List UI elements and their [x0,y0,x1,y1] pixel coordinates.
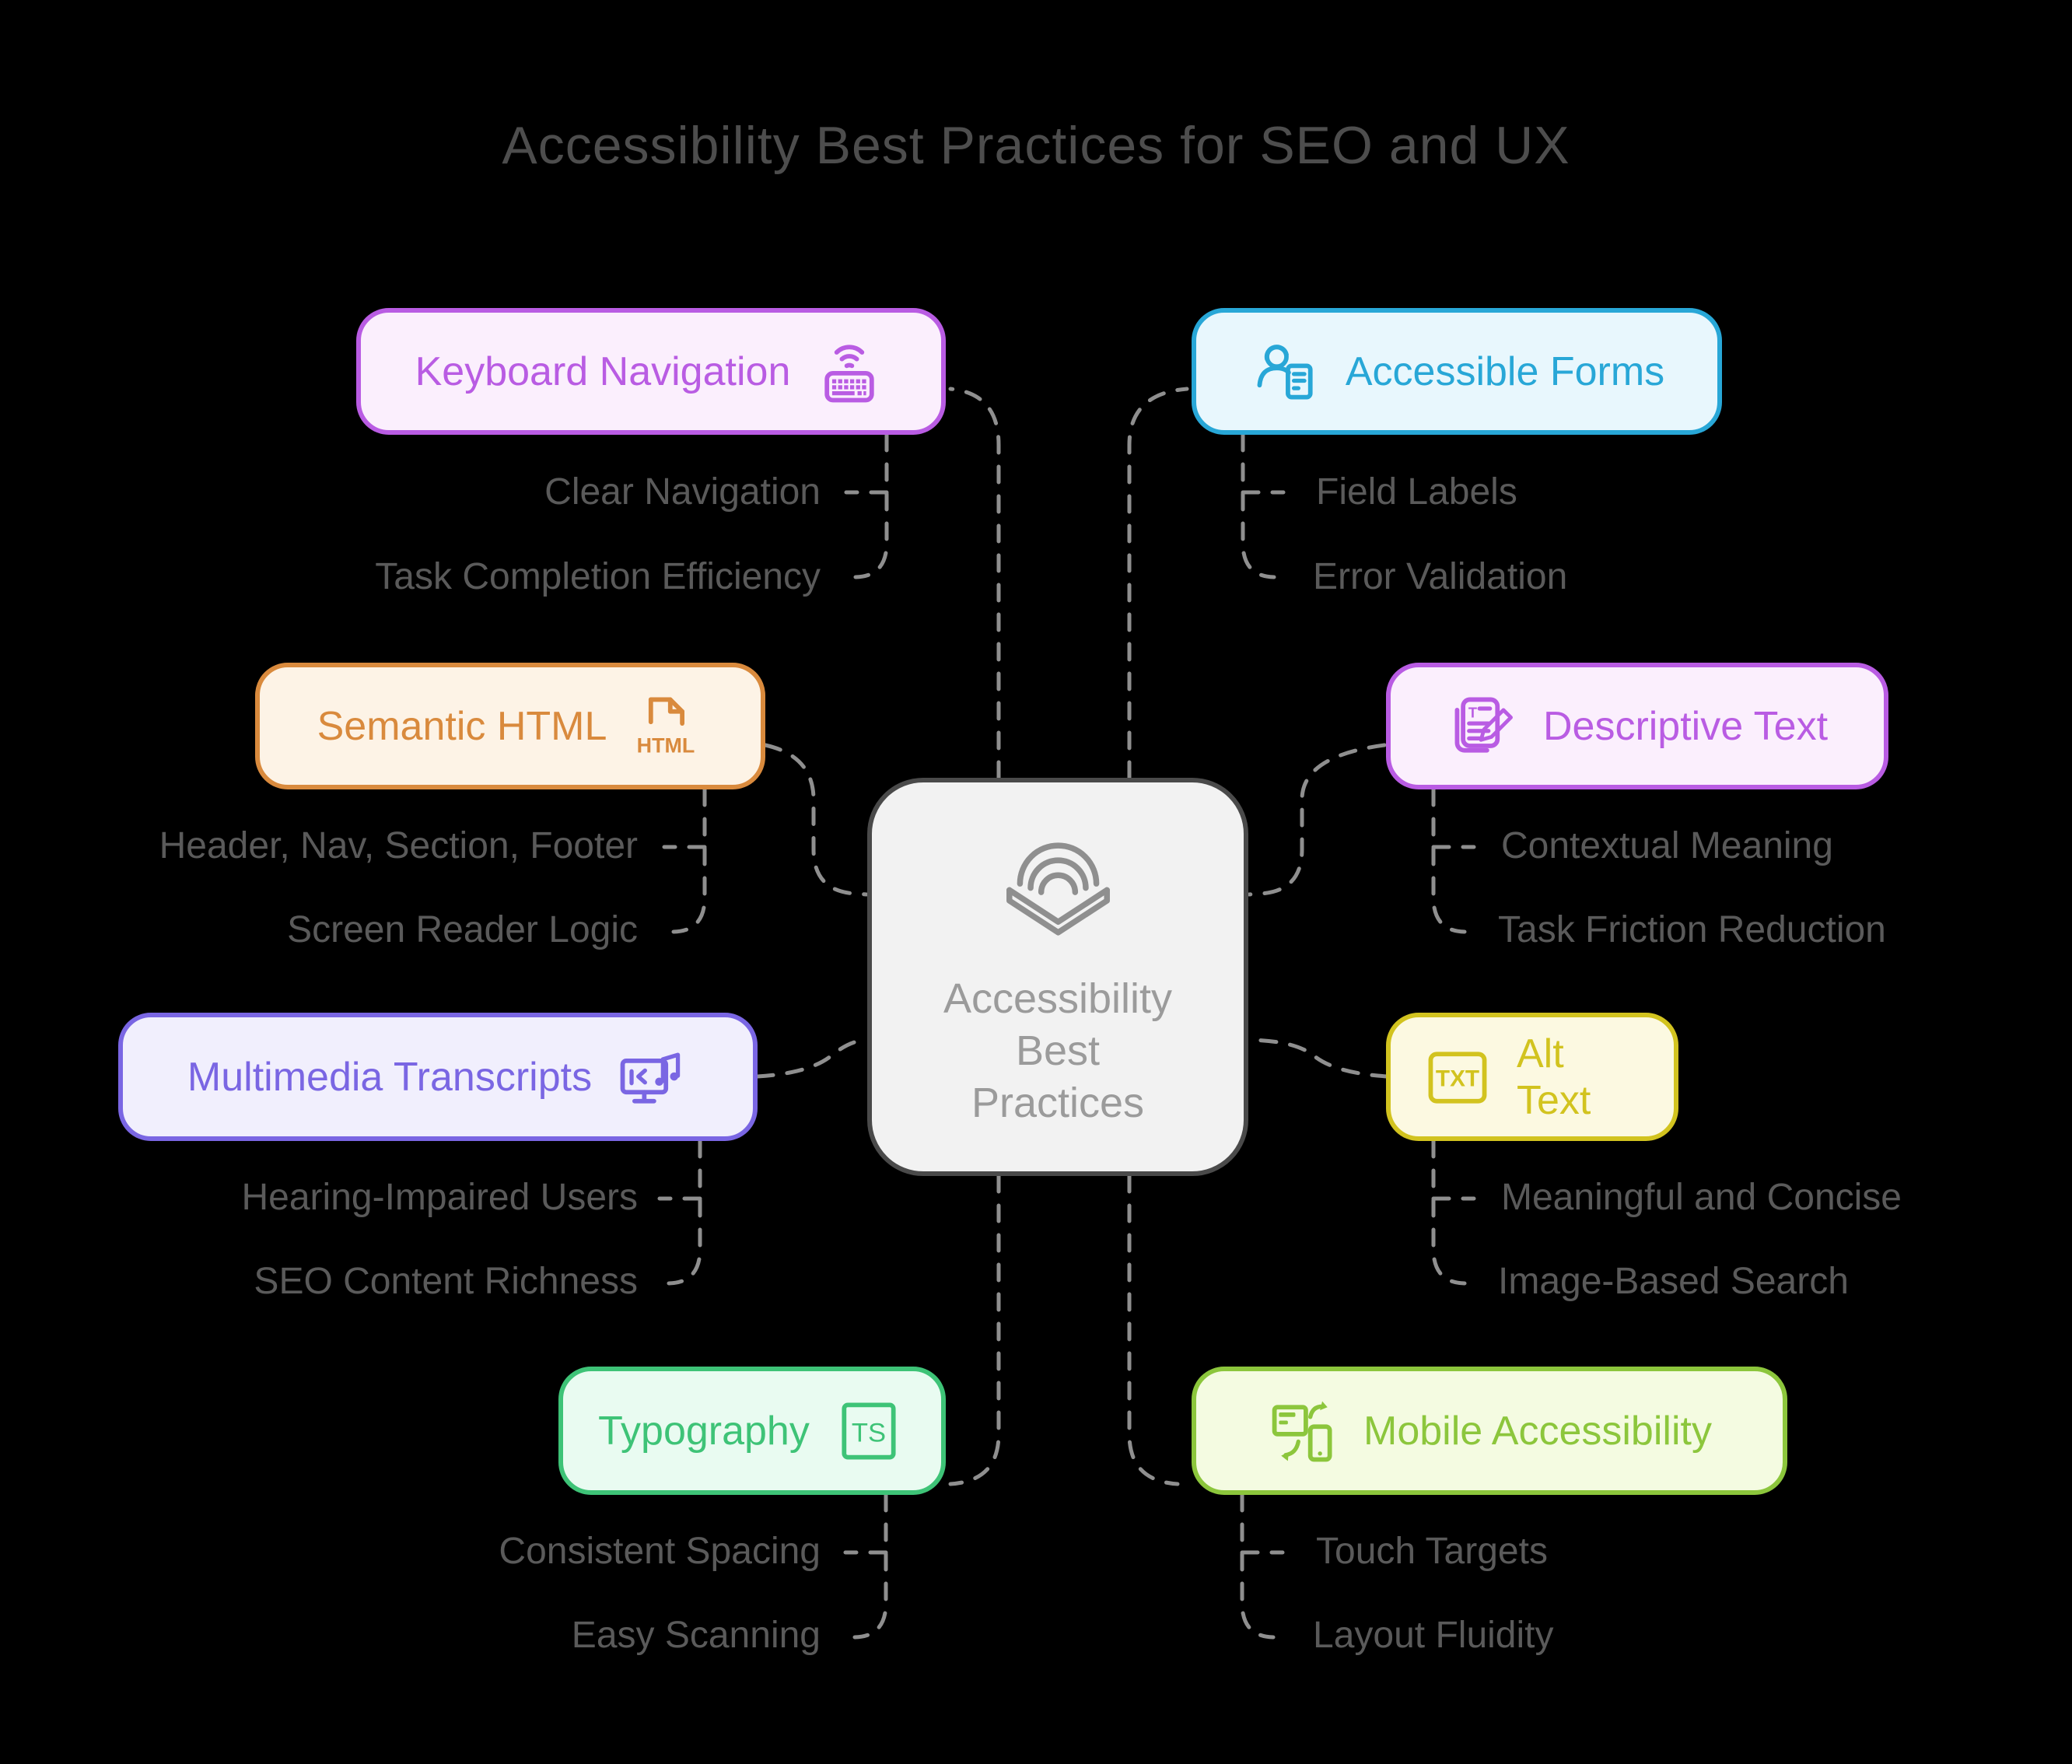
connector-center-multimedia [755,1038,869,1079]
connector-center-alttext [1247,1038,1390,1079]
node-label: Alt Text [1517,1031,1591,1123]
child-consistent-spacing[interactable]: Consistent Spacing [499,1531,821,1572]
node-alt-text[interactable]: TXT Alt Text [1386,1013,1678,1141]
child-task-completion-efficiency[interactable]: Task Completion Efficiency [375,556,821,597]
node-mobile-accessibility[interactable]: Mobile Accessibility [1192,1367,1787,1495]
connector-center-semantic [763,743,869,897]
child-screen-reader-logic[interactable]: Screen Reader Logic [287,909,638,950]
svg-text:TS: TS [852,1418,886,1447]
node-label: Keyboard Navigation [415,348,791,394]
central-node[interactable]: Accessibility Best Practices [867,778,1248,1176]
child-error-validation[interactable]: Error Validation [1313,556,1568,597]
node-label: Multimedia Transcripts [187,1054,593,1100]
node-multimedia-transcripts[interactable]: Multimedia Transcripts [118,1013,758,1141]
connector-center-mobile [1127,1174,1180,1486]
node-label: Descriptive Text [1542,703,1829,749]
connector-multimedia-children [667,1139,702,1286]
child-field-labels[interactable]: Field Labels [1316,471,1517,513]
svg-text:TXT: TXT [1436,1066,1479,1091]
child-hearing-impaired-users[interactable]: Hearing-Impaired Users [241,1177,638,1218]
connector-center-descriptive [1247,743,1387,897]
node-accessible-forms[interactable]: Accessible Forms [1192,308,1722,435]
child-easy-scanning[interactable]: Easy Scanning [571,1615,821,1656]
svg-text:T: T [1468,704,1477,720]
node-label: Mobile Accessibility [1363,1408,1712,1454]
child-contextual-meaning[interactable]: Contextual Meaning [1501,825,1833,866]
connector-keyboard-children [853,432,889,579]
audiobook-arcs-icon [994,831,1122,951]
document-edit-icon: T [1447,689,1521,764]
support-agent-form-icon [1249,334,1324,409]
connector-typography-children [852,1493,888,1640]
page-title: Accessibility Best Practices for SEO and… [502,116,1570,175]
monitor-music-icon [614,1040,688,1115]
node-label: Semantic HTML [317,703,607,749]
node-typography[interactable]: Typography TS [558,1367,946,1495]
wireless-keyboard-icon [812,334,887,409]
connector-alttext-children [1431,1139,1467,1286]
html-file-icon: HTML [628,689,703,764]
responsive-sync-icon [1267,1394,1342,1468]
node-semantic-html[interactable]: Semantic HTML HTML [255,663,765,789]
node-descriptive-text[interactable]: T Descriptive Text [1386,663,1888,789]
svg-text:HTML: HTML [637,733,695,757]
ts-box-icon: TS [831,1394,906,1468]
node-keyboard-navigation[interactable]: Keyboard Navigation [356,308,946,435]
txt-box-icon: TXT [1420,1040,1495,1115]
child-touch-targets[interactable]: Touch Targets [1316,1531,1548,1572]
connector-center-typography [948,1174,1001,1486]
child-task-friction-reduction[interactable]: Task Friction Reduction [1498,909,1886,950]
connector-center-forms [1127,387,1189,780]
connector-semantic-children [671,787,707,934]
central-node-label: Accessibility Best Practices [943,975,1173,1126]
node-label: Typography [598,1408,810,1454]
connector-descriptive-children [1431,787,1467,934]
connector-forms-children [1241,432,1276,579]
connector-center-keyboard [948,387,1001,780]
child-meaningful-and-concise[interactable]: Meaningful and Concise [1501,1177,1902,1218]
child-layout-fluidity[interactable]: Layout Fluidity [1313,1615,1554,1656]
child-clear-navigation[interactable]: Clear Navigation [544,471,821,513]
child-header-nav-section-footer[interactable]: Header, Nav, Section, Footer [159,825,638,866]
connector-mobile-children [1240,1493,1276,1640]
node-label: Accessible Forms [1345,348,1665,394]
child-image-based-search[interactable]: Image-Based Search [1498,1261,1849,1302]
child-seo-content-richness[interactable]: SEO Content Richness [254,1261,638,1302]
